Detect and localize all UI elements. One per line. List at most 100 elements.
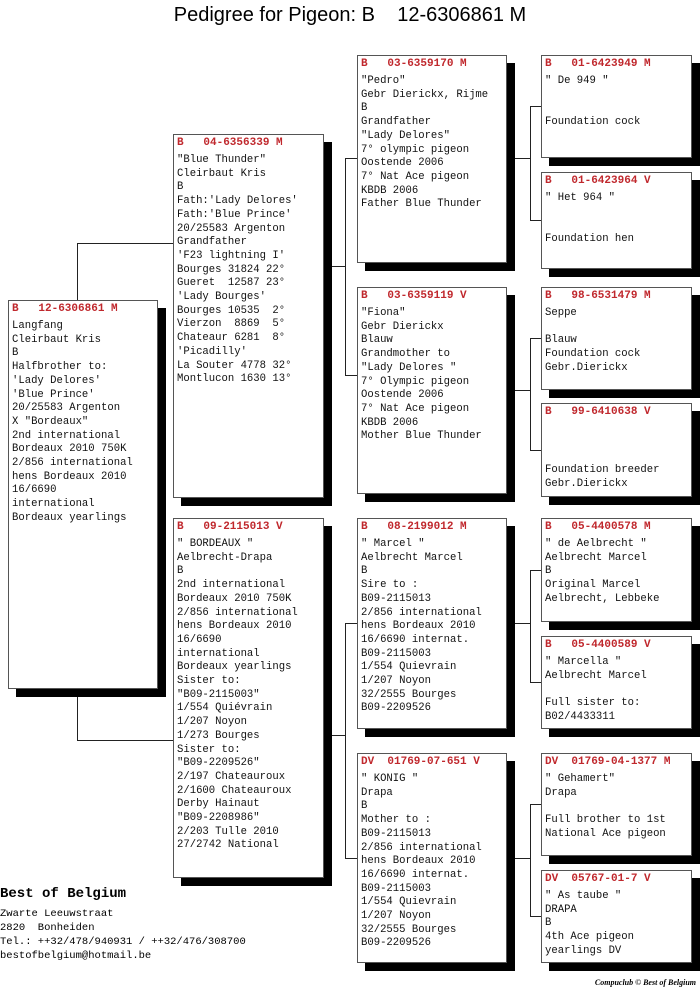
pigeon-info-line: " De 949 " <box>545 75 609 87</box>
pigeon-info-line: 2/856 international <box>177 606 298 619</box>
pigeon-info-line: B <box>177 181 184 194</box>
pigeon-card-ssd[interactable]: B 01-6423964 V " Het 964 " Foundation hen <box>541 172 692 269</box>
pigeon-info-line: 20/25583 Argenton <box>177 222 286 235</box>
pigeon-info-line: " BORDEAUX " <box>177 538 254 550</box>
pigeon-info-line: X "Bordeaux" <box>12 415 89 428</box>
pigeon-info-line: " Gehamert" <box>545 773 615 785</box>
pigeon-info-line: KBDB 2006 <box>361 416 419 429</box>
connector <box>530 804 531 916</box>
pigeon-info-line: " Het 964 " <box>545 192 615 204</box>
pigeon-info-line: 2/856 international <box>12 457 133 470</box>
pigeon-info-line: 'Lady Bourges' <box>177 291 267 304</box>
pigeon-info-line <box>545 800 688 814</box>
pigeon-info-line: " Marcel " <box>361 538 425 550</box>
connector <box>345 623 346 858</box>
connector <box>530 916 541 917</box>
pigeon-info-line: La Souter 4778 32° <box>177 359 292 372</box>
pigeon-info-line: Fath:'Lady Delores' <box>177 195 298 208</box>
pigeon-info-line: Sire to : <box>361 579 419 592</box>
pigeon-info-line: Aelbrecht, Lebbeke <box>545 592 660 605</box>
pigeon-info-line: 2/197 Chateauroux <box>177 770 286 783</box>
pigeon-card-dss[interactable]: B 05-4400578 M" de Aelbrecht "Aelbrecht … <box>541 518 692 622</box>
pigeon-info-line: "B09-2208986" <box>177 812 260 825</box>
pigeon-info-line: KBDB 2006 <box>361 184 419 197</box>
pigeon-info-line: " de Aelbrecht " <box>545 538 647 550</box>
pigeon-info-line: Sister to: <box>177 743 241 756</box>
pigeon-card-sss[interactable]: B 01-6423949 M" De 949 "Foundation cock <box>541 55 692 158</box>
pigeon-info-line: Father Blue Thunder <box>361 198 482 211</box>
pigeon-info-line: B <box>545 917 552 930</box>
connector <box>514 858 530 859</box>
pigeon-info-line: Gebr.Dierickx <box>545 361 628 374</box>
pigeon-info-line: Original Marcel <box>545 579 641 592</box>
connector <box>331 266 345 267</box>
pigeon-info-line: 7° olympic pigeon <box>361 143 470 156</box>
ring-number: B 04-6356339 M <box>177 137 283 149</box>
pigeon-info-line: yearlings DV <box>545 944 622 957</box>
pigeon-info-line: B <box>361 102 368 115</box>
connector <box>345 623 357 624</box>
pigeon-info-line: 'Picadilly' <box>177 345 247 358</box>
ring-number: B 12-6306861 M <box>12 303 118 315</box>
pigeon-info-line: "B09-2209526" <box>177 757 260 770</box>
pigeon-info-line: B09-2115003 <box>361 647 431 660</box>
pigeon-info-line: Gebr Dierickx, Rijme <box>361 88 489 101</box>
pigeon-info-line: Grandfather <box>177 236 247 249</box>
pigeon-card-dsd[interactable]: B 05-4400589 V" Marcella "Aelbrecht Marc… <box>541 636 692 729</box>
pigeon-info-line: Foundation hen <box>545 233 635 246</box>
ring-number: DV 05767-01-7 V <box>545 873 651 885</box>
pigeon-info-line: Fath:'Blue Prince' <box>177 208 292 221</box>
pigeon-info-line: hens Bordeaux 2010 <box>12 470 127 483</box>
connector <box>530 570 531 682</box>
pigeon-card-dam-sire[interactable]: B 08-2199012 M" Marcel "Aelbrecht Marcel… <box>357 518 507 729</box>
pigeon-info-line: Gebr.Dierickx <box>545 477 628 490</box>
pigeon-info-line: "Pedro" <box>361 75 406 87</box>
pigeon-info-line: Full brother to 1st <box>545 814 666 827</box>
pigeon-info-line: 'Blue Prince' <box>12 388 95 401</box>
pigeon-info-line <box>545 206 688 220</box>
ring-number: B 01-6423964 V <box>545 175 651 187</box>
pigeon-card-sire[interactable]: B 04-6356339 M"Blue Thunder"Cleirbaut Kr… <box>173 134 324 498</box>
pigeon-info-line <box>545 450 688 464</box>
pigeon-info-line: B <box>12 347 19 360</box>
pigeon-info-line: Grandmother to <box>361 348 451 361</box>
pigeon-info-line: "Lady Delores" <box>361 129 451 142</box>
connector <box>514 623 530 624</box>
ring-number: B 03-6359119 V <box>361 290 467 302</box>
pigeon-info-line: 2nd international <box>12 429 121 442</box>
pigeon-info-line: "Blue Thunder" <box>177 154 267 166</box>
pigeon-info-line: hens Bordeaux 2010 <box>361 855 476 868</box>
pigeon-card-sire-sire[interactable]: B 03-6359170 M"Pedro"Gebr Dierickx, Rijm… <box>357 55 507 263</box>
email-link[interactable]: bestofbelgium@hotmail.be <box>0 950 152 962</box>
pigeon-info-line: Langfang <box>12 320 63 332</box>
address-city: 2820 Bonheiden <box>0 922 95 934</box>
pigeon-info-line: Mother to : <box>361 814 431 827</box>
connector <box>530 682 541 683</box>
pigeon-info-line <box>545 321 688 335</box>
address-street: Zwarte Leeuwstraat <box>0 908 114 920</box>
pigeon-info-line <box>545 219 688 233</box>
connector <box>530 338 531 450</box>
pigeon-info-line: B09-2115003 <box>361 882 431 895</box>
pigeon-info-line: 'F23 lightning I' <box>177 249 286 262</box>
ring-number: DV 01769-07-651 V <box>361 756 480 768</box>
pigeon-info-line: B <box>177 565 184 578</box>
pigeon-info-line: " Marcella " <box>545 656 622 668</box>
breeder-name: Best of Belgium <box>0 886 127 902</box>
pigeon-info-line <box>545 437 688 451</box>
pigeon-info-line: Bordeaux 2010 750K <box>177 592 292 605</box>
ring-number: B 05-4400589 V <box>545 639 651 651</box>
pigeon-info-line: 2/856 international <box>361 841 482 854</box>
pigeon-info-line: National Ace pigeon <box>545 827 666 840</box>
pigeon-info-line: 2/1600 Chateauroux <box>177 784 292 797</box>
pigeon-info-line: B <box>361 565 368 578</box>
ring-number: DV 01769-04-1377 M <box>545 756 671 768</box>
pigeon-card-dam[interactable]: B 09-2115013 V" BORDEAUX "Aelbrecht-Drap… <box>173 518 324 878</box>
